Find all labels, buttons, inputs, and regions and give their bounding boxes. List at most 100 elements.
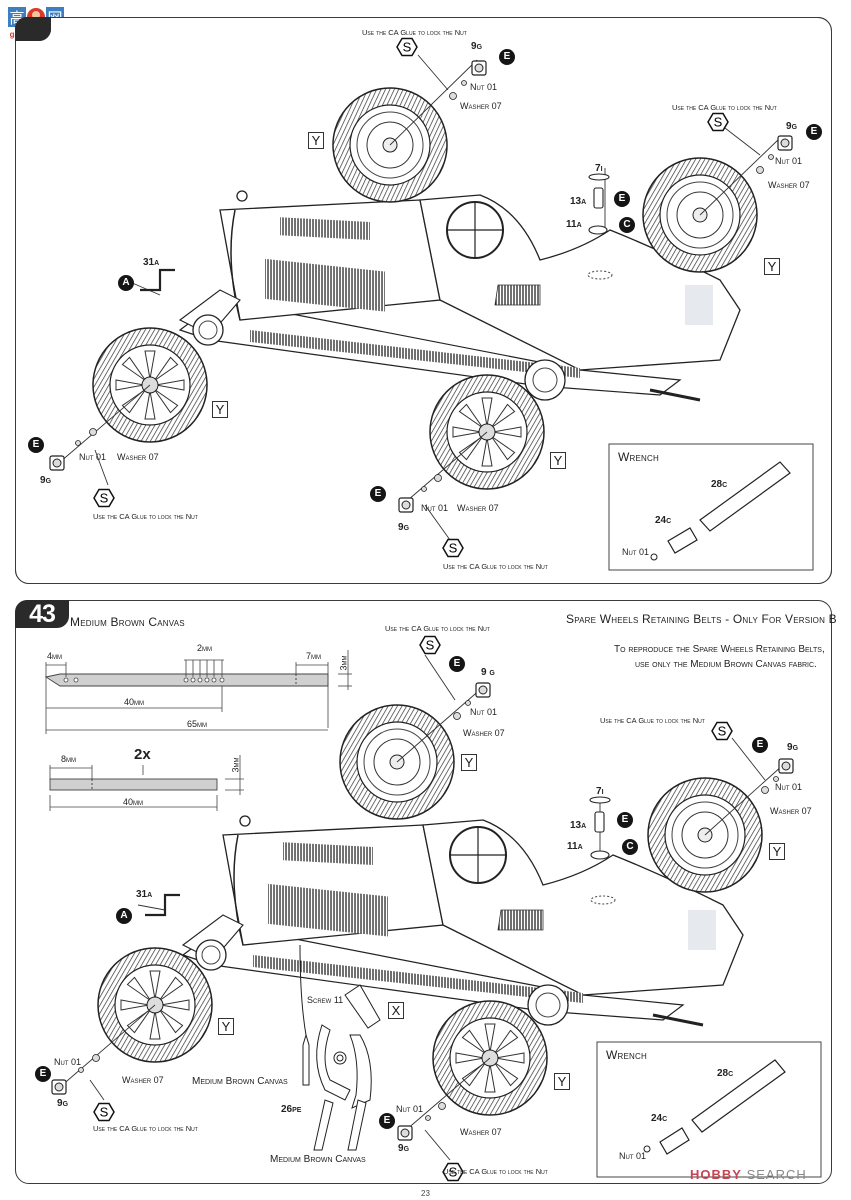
nut-label: Nut 01 [54, 1057, 82, 1067]
washer-label: Washer 07 [122, 1075, 164, 1085]
glue-note: Use the CA Glue to lock the Nut [600, 716, 705, 725]
washer-label: Washer 07 [460, 101, 502, 111]
wrench-socket-label: 24C [651, 1113, 668, 1124]
glue-note: Use the CA Glue to lock the Nut [443, 562, 548, 571]
dim-total-length: 65mm [187, 719, 208, 729]
symbol-E-icon: E [499, 49, 515, 65]
symbol-E-icon: E [379, 1113, 395, 1129]
wrench-nut-label: Nut 01 [619, 1151, 647, 1161]
washer-label: Washer 07 [768, 180, 810, 190]
nut-label: Nut 01 [421, 503, 449, 513]
washer-label: Washer 07 [460, 1127, 502, 1137]
step-42-tab-cover [15, 17, 51, 41]
nut-label: Nut 01 [79, 452, 107, 462]
dim-hole-position: 40mm [124, 697, 145, 707]
symbol-E-icon: E [35, 1066, 51, 1082]
spinner-part-label: 9G [57, 1098, 69, 1109]
dim-short-length: 40mm [123, 797, 144, 807]
nut-label: Nut 01 [470, 707, 498, 717]
wrench-diagram-step42 [608, 443, 814, 571]
hobby-search-watermark: HOBBY SEARCH [690, 1167, 807, 1182]
wrench-handle-label: 28C [711, 479, 728, 490]
nut-label: Nut 01 [396, 1104, 424, 1114]
nut-label: Nut 01 [470, 82, 498, 92]
spinner-part-label: 9G [40, 475, 52, 486]
spinner-part-label: 9 G [481, 667, 495, 678]
glue-note: Use the CA Glue to lock the Nut [385, 624, 490, 633]
belt-marker-X: X [388, 1002, 404, 1019]
glue-note: Use the CA Glue to lock the Nut [93, 1124, 198, 1133]
step-42-frame [15, 17, 832, 584]
ring-part-label: 11A [567, 841, 583, 852]
dim-hole-spacing: 2mm [197, 643, 213, 653]
symbol-E-icon: E [449, 656, 465, 672]
glue-note: Use the CA Glue to lock the Nut [443, 1167, 548, 1176]
washer-label: Washer 07 [457, 503, 499, 513]
filler-part-label: 13A [570, 820, 587, 831]
cap-part-label: 7I [596, 786, 604, 797]
wheel-marker-Y: Y [461, 754, 477, 771]
screw-label: Screw 11 [307, 995, 344, 1005]
symbol-A-icon: A [118, 275, 134, 291]
glue-note: Use the CA Glue to lock the Nut [362, 28, 467, 37]
washer-label: Washer 07 [463, 728, 505, 738]
symbol-E-icon: E [614, 191, 630, 207]
dim-short-width: 3mm [230, 757, 241, 773]
canvas-label: Medium Brown Canvas [270, 1154, 366, 1165]
nut-label: Nut 01 [775, 782, 803, 792]
symbol-E-icon: E [752, 737, 768, 753]
washer-label: Washer 07 [770, 806, 812, 816]
material-title: Medium Brown Canvas [70, 615, 185, 629]
wheel-marker-Y: Y [764, 258, 780, 275]
symbol-A-icon: A [116, 908, 132, 924]
spinner-part-label: 9G [398, 522, 410, 533]
wheel-marker-Y: Y [212, 401, 228, 418]
crank-part-label: 31A [143, 257, 160, 268]
quantity-label: 2x [134, 746, 151, 763]
buckle-part-label: 26PE [281, 1104, 302, 1115]
spinner-part-label: 9G [786, 121, 798, 132]
symbol-C-icon: C [619, 217, 635, 233]
wheel-marker-Y: Y [308, 132, 324, 149]
nut-label: Nut 01 [775, 156, 803, 166]
spinner-part-label: 9G [787, 742, 799, 753]
glue-note: Use the CA Glue to lock the Nut [93, 512, 198, 521]
step-43-number: 43 [15, 600, 69, 628]
long-strap-diagram [44, 650, 352, 734]
retaining-belt-diagram [299, 944, 381, 1151]
wrench-handle-label: 28C [717, 1068, 734, 1079]
symbol-E-icon: E [806, 124, 822, 140]
glue-note: Use the CA Glue to lock the Nut [672, 103, 777, 112]
version-note-line2: use only the Medium Brown Canvas fabric. [635, 659, 817, 670]
wrench-diagram-step43 [596, 1041, 822, 1178]
symbol-E-icon: E [28, 437, 44, 453]
version-note-line1: To reproduce the Spare Wheels Retaining … [614, 644, 825, 655]
cap-part-label: 7I [595, 163, 603, 174]
spinner-part-label: 9G [471, 41, 483, 52]
version-title: Spare Wheels Retaining Belts - Only For … [566, 612, 837, 626]
wheel-marker-Y: Y [218, 1018, 234, 1035]
canvas-label: Medium Brown Canvas [192, 1076, 288, 1087]
wheel-marker-Y: Y [554, 1073, 570, 1090]
page-number: 23 [421, 1189, 430, 1198]
wheel-marker-Y: Y [550, 452, 566, 469]
wrench-nut-label: Nut 01 [622, 547, 650, 557]
wrench-socket-label: 24C [655, 515, 672, 526]
crank-part-label: 31A [136, 889, 153, 900]
wrench-title: Wrench [606, 1048, 647, 1062]
dim-tip: 4mm [47, 651, 63, 661]
washer-label: Washer 07 [117, 452, 159, 462]
short-strap-diagram [49, 755, 244, 811]
dim-end: 7mm [306, 651, 322, 661]
symbol-E-icon: E [370, 486, 386, 502]
step-43-panel: 43 [15, 600, 832, 1184]
spinner-part-label: 9G [398, 1143, 410, 1154]
wheel-marker-Y: Y [769, 843, 785, 860]
wrench-title: Wrench [618, 450, 659, 464]
dim-width: 3mm [338, 655, 349, 671]
symbol-E-icon: E [617, 812, 633, 828]
filler-part-label: 13A [570, 196, 587, 207]
dim-short-end: 8mm [61, 754, 77, 764]
symbol-C-icon: C [622, 839, 638, 855]
